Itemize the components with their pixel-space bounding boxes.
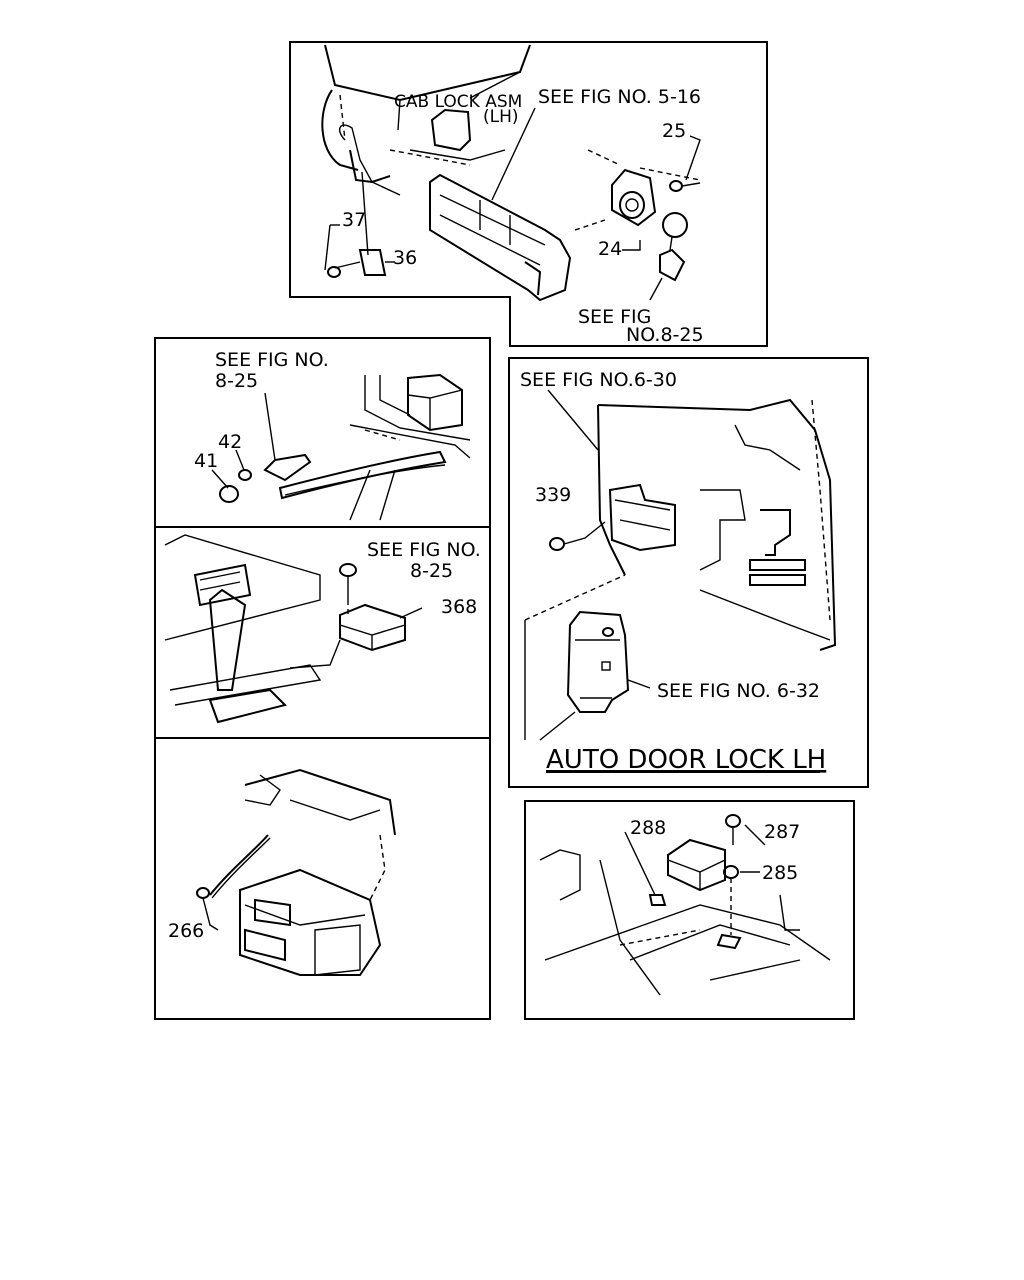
- panel-cab-lock: CAB LOCK ASM (LH) SEE FIG NO. 5-16 25 24…: [289, 41, 768, 347]
- label-cab-lock-asm: CAB LOCK ASM: [394, 92, 522, 112]
- label-part-42: 42: [218, 431, 242, 453]
- label-cab-lock-side: (LH): [483, 107, 519, 127]
- panel-left-border: [154, 337, 491, 1020]
- label-part-285: 285: [762, 862, 798, 884]
- panel-cab-lock-border: [289, 41, 768, 347]
- label-part-36: 36: [393, 247, 417, 269]
- label-part-266: 266: [168, 920, 204, 942]
- label-part-339: 339: [535, 484, 571, 506]
- panel-left-column: [154, 337, 491, 1020]
- label-see-fig-6-32: SEE FIG NO. 6-32: [657, 680, 820, 702]
- diagram-title: AUTO DOOR LOCK LH: [546, 745, 826, 775]
- label-part-25: 25: [662, 120, 686, 142]
- label-see-fig-8-25-b: NO.8-25: [626, 324, 704, 346]
- label-part-287: 287: [764, 821, 800, 843]
- panel-auto-door-lock-border: [508, 357, 869, 788]
- panel-module-285-border: [524, 800, 855, 1020]
- label-part-24: 24: [598, 238, 622, 260]
- label-see-fig-6-30: SEE FIG NO.6-30: [520, 369, 677, 391]
- label-see-fig-8-25-a: SEE FIG: [578, 306, 651, 328]
- panel-left1: SEE FIG NO. 8-25 42 41: [194, 349, 471, 521]
- label-see-fig-a: SEE FIG NO.: [367, 539, 481, 561]
- panel-module-285: 288 287 285: [524, 800, 855, 1020]
- panel-left2: SEE FIG NO. 8-25 368: [164, 534, 481, 724]
- label-part-37: 37: [342, 209, 366, 231]
- label-see-fig-b: 8-25: [410, 560, 453, 582]
- label-see-fig-a: SEE FIG NO.: [215, 349, 329, 371]
- label-see-fig-b: 8-25: [215, 370, 258, 392]
- label-part-288: 288: [630, 817, 666, 839]
- label-see-fig-5-16: SEE FIG NO. 5-16: [538, 86, 701, 108]
- panel-auto-door-lock: SEE FIG NO.6-30 339 SEE FIG NO. 6-32 AUT…: [508, 357, 869, 788]
- label-part-368: 368: [441, 596, 477, 618]
- label-part-41: 41: [194, 450, 218, 472]
- panel-left3: 266: [168, 768, 396, 976]
